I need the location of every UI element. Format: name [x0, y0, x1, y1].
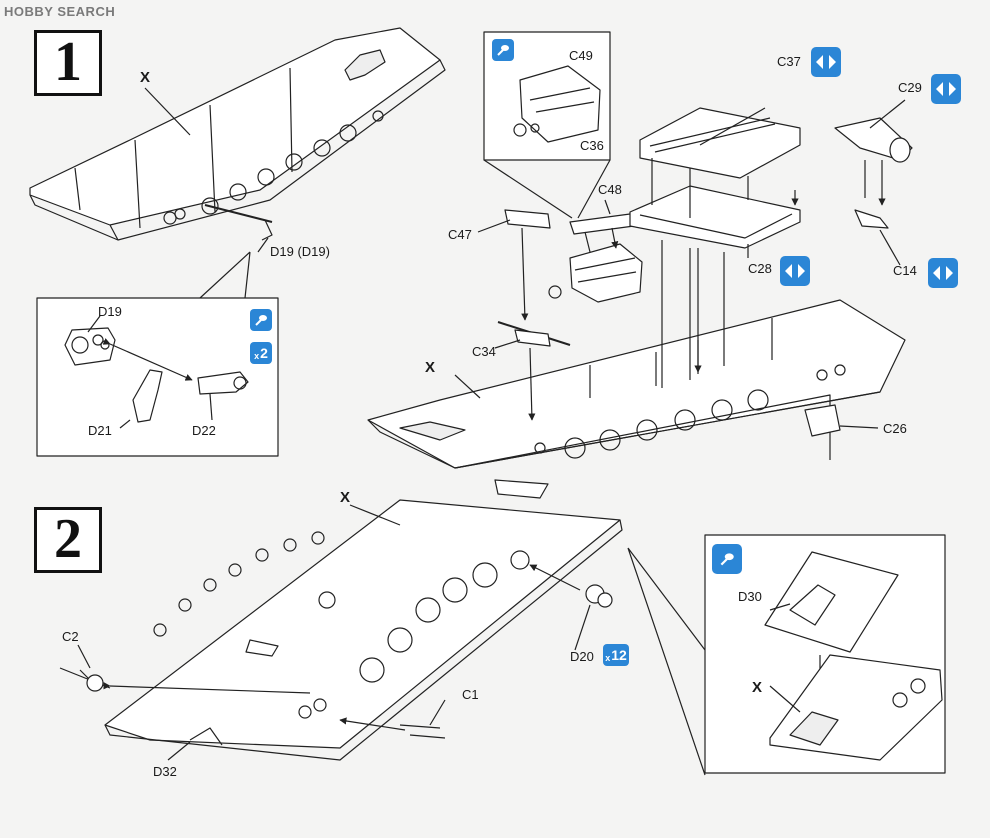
label-c47: C47	[448, 227, 472, 242]
label-x-hull-bottom: X	[340, 489, 351, 506]
quantity-value: 2	[260, 345, 268, 361]
both-sides-icon	[780, 256, 810, 286]
label-c1: C1	[462, 687, 479, 702]
double-arrow-icon	[816, 55, 836, 69]
label-c48: C48	[598, 182, 622, 197]
label-d19-inset: D19	[98, 304, 122, 319]
label-d30: D30	[738, 589, 762, 604]
suspension-arms	[153, 531, 498, 683]
label-d20: D20	[570, 649, 594, 664]
both-sides-icon	[811, 47, 841, 77]
label-c28: C28	[748, 261, 772, 276]
cement-icon-glyph	[255, 315, 267, 326]
hull-right-side	[367, 299, 906, 469]
label-c2: C2	[62, 629, 79, 644]
cement-icon	[712, 544, 742, 574]
hull-bottom	[59, 479, 623, 761]
double-arrow-icon	[933, 266, 953, 280]
label-d21: D21	[88, 423, 112, 438]
cement-icon-glyph	[497, 45, 509, 56]
label-x-inset: X	[752, 679, 763, 696]
engine-inset	[513, 65, 601, 143]
label-d32: D32	[153, 764, 177, 779]
inset-parts	[64, 327, 249, 429]
label-d22: D22	[192, 423, 216, 438]
label-d19-main: D19 (D19)	[270, 244, 330, 259]
label-c37: C37	[777, 54, 801, 69]
hull-left-side	[29, 27, 446, 241]
double-arrow-icon	[785, 264, 805, 278]
cement-icon-glyph	[720, 553, 734, 566]
quantity-value: 12	[611, 647, 627, 663]
cement-icon	[492, 39, 514, 61]
label-c36: C36	[580, 138, 604, 153]
label-x-hull-right: X	[425, 359, 436, 376]
step-number-1: 1	[34, 30, 102, 96]
quantity-prefix: x	[254, 351, 260, 361]
callout-lines-1	[199, 251, 251, 299]
quantity-prefix: x	[605, 653, 611, 663]
both-sides-icon	[931, 74, 961, 104]
callout-lines-3	[627, 547, 706, 776]
cement-icon	[250, 309, 272, 331]
both-sides-icon	[928, 258, 958, 288]
muffler-parts	[834, 117, 913, 229]
engine-deck	[629, 107, 800, 388]
label-c34: C34	[472, 344, 496, 359]
engine-main	[497, 209, 643, 421]
label-x-hull-left: X	[140, 69, 151, 86]
double-arrow-icon	[936, 82, 956, 96]
label-c14: C14	[893, 263, 917, 278]
watermark-logo: HOBBY SEARCH	[4, 4, 116, 19]
callout-lines-2	[483, 159, 611, 219]
d30-inset-parts	[764, 551, 943, 761]
road-wheel-holes-right	[534, 364, 846, 459]
label-c26: C26	[883, 421, 907, 436]
step-number-2: 2	[34, 507, 102, 573]
label-c49: C49	[569, 48, 593, 63]
label-c29: C29	[898, 80, 922, 95]
road-wheel-holes	[163, 110, 384, 225]
